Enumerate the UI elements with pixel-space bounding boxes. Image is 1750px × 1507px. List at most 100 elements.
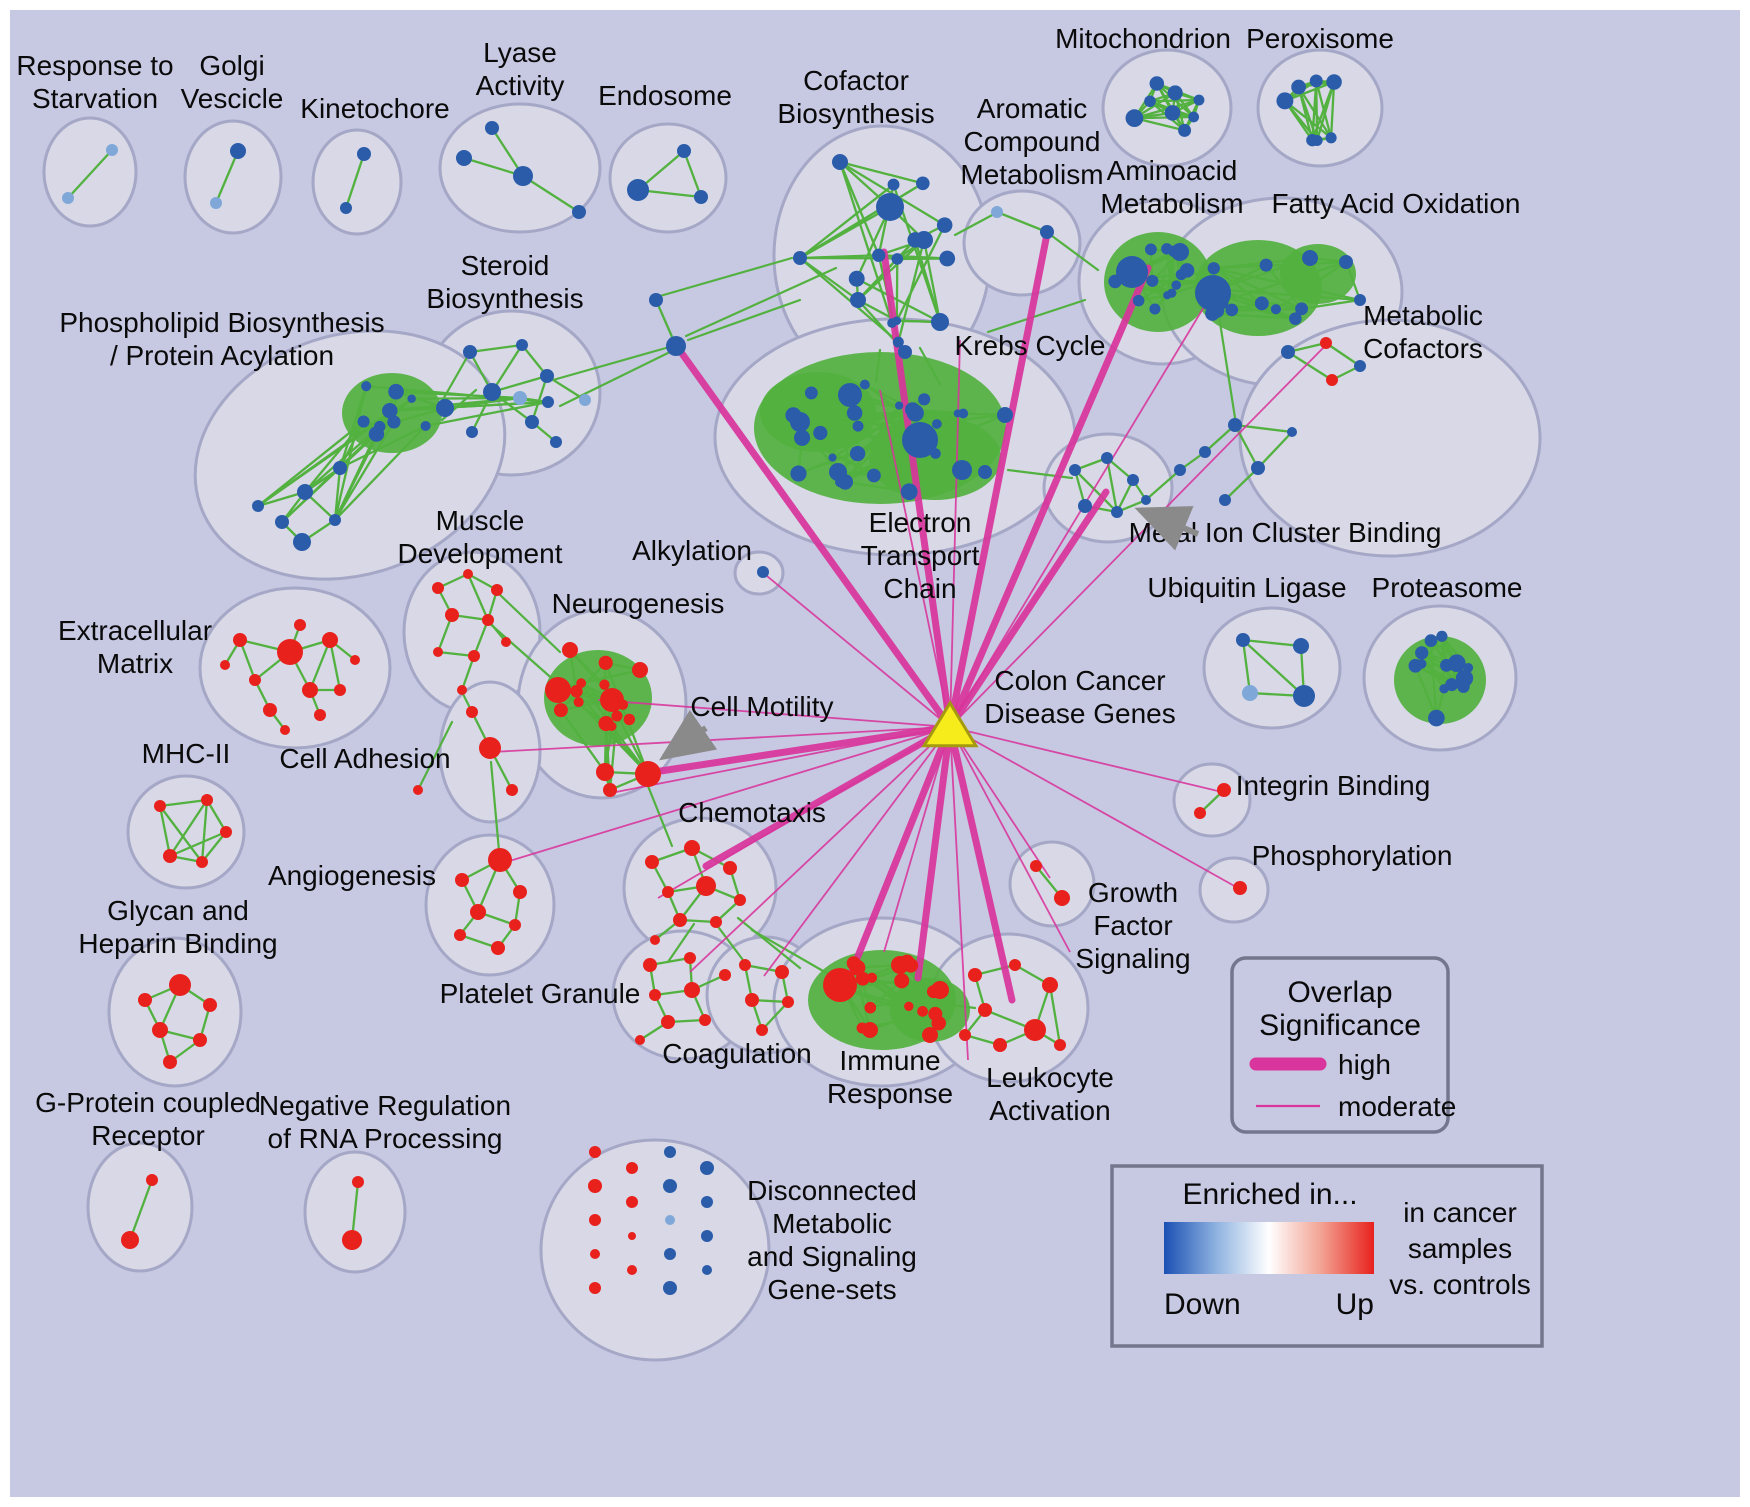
gene-set-node[interactable]	[1188, 111, 1200, 123]
gene-set-node[interactable]	[483, 383, 501, 401]
gene-set-node[interactable]	[699, 1014, 711, 1026]
gene-set-node[interactable]	[850, 292, 866, 308]
gene-set-node[interactable]	[745, 993, 759, 1007]
gene-set-node[interactable]	[294, 619, 306, 631]
gene-set-node[interactable]	[1149, 76, 1165, 91]
gene-set-node[interactable]	[978, 465, 992, 479]
gene-set-node[interactable]	[263, 703, 277, 717]
gene-set-node[interactable]	[280, 725, 290, 735]
gene-set-node[interactable]	[598, 655, 613, 670]
gene-set-node[interactable]	[1146, 274, 1159, 287]
gene-set-node[interactable]	[1101, 452, 1113, 464]
gene-set-node[interactable]	[626, 1162, 638, 1174]
gene-set-node[interactable]	[1078, 499, 1092, 513]
gene-set-node[interactable]	[1415, 646, 1429, 660]
gene-set-node[interactable]	[509, 919, 521, 931]
gene-set-node[interactable]	[491, 941, 505, 955]
gene-set-node[interactable]	[1436, 630, 1448, 642]
gene-set-node[interactable]	[623, 713, 636, 726]
gene-set-node[interactable]	[407, 394, 416, 404]
gene-set-node[interactable]	[1225, 303, 1239, 317]
gene-set-node[interactable]	[210, 197, 222, 209]
gene-set-node[interactable]	[456, 150, 472, 166]
gene-set-node[interactable]	[1320, 337, 1332, 349]
gene-set-node[interactable]	[662, 886, 674, 898]
gene-set-node[interactable]	[649, 293, 663, 307]
gene-set-node[interactable]	[1194, 807, 1206, 819]
gene-set-node[interactable]	[1291, 79, 1306, 95]
gene-set-node[interactable]	[804, 386, 818, 400]
gene-set-node[interactable]	[701, 1196, 713, 1208]
gene-set-node[interactable]	[1193, 94, 1205, 106]
gene-set-node[interactable]	[249, 674, 261, 686]
gene-set-node[interactable]	[572, 205, 586, 219]
gene-set-node[interactable]	[342, 1230, 362, 1250]
gene-set-node[interactable]	[867, 468, 881, 483]
gene-set-node[interactable]	[918, 393, 931, 406]
gene-set-node[interactable]	[1167, 288, 1177, 298]
gene-set-node[interactable]	[1242, 685, 1258, 701]
gene-set-node[interactable]	[387, 415, 401, 429]
gene-set-node[interactable]	[906, 404, 924, 422]
gene-set-node[interactable]	[627, 179, 649, 201]
gene-set-node[interactable]	[562, 642, 578, 658]
gene-set-node[interactable]	[1054, 890, 1070, 906]
gene-set-node[interactable]	[479, 737, 501, 759]
gene-set-node[interactable]	[1236, 633, 1250, 647]
gene-set-node[interactable]	[849, 445, 866, 462]
gene-set-node[interactable]	[848, 270, 865, 287]
gene-set-node[interactable]	[1254, 296, 1269, 311]
gene-set-node[interactable]	[1309, 74, 1323, 88]
gene-set-node[interactable]	[700, 1161, 714, 1175]
gene-set-node[interactable]	[491, 584, 503, 596]
gene-set-node[interactable]	[696, 876, 716, 896]
gene-set-node[interactable]	[968, 968, 982, 982]
gene-set-node[interactable]	[710, 916, 722, 928]
gene-set-node[interactable]	[603, 783, 617, 797]
gene-set-node[interactable]	[635, 761, 661, 787]
gene-set-node[interactable]	[601, 691, 615, 705]
gene-set-node[interactable]	[723, 861, 737, 875]
gene-set-node[interactable]	[1199, 446, 1211, 458]
gene-set-node[interactable]	[1455, 669, 1474, 687]
gene-set-node[interactable]	[542, 396, 554, 408]
gene-set-node[interactable]	[277, 639, 303, 665]
gene-set-node[interactable]	[1205, 306, 1220, 321]
gene-set-node[interactable]	[334, 684, 346, 696]
gene-set-node[interactable]	[1354, 360, 1366, 372]
gene-set-node[interactable]	[1024, 1019, 1046, 1041]
gene-set-node[interactable]	[894, 973, 910, 989]
gene-set-node[interactable]	[663, 1179, 677, 1193]
gene-set-node[interactable]	[793, 429, 811, 446]
gene-set-node[interactable]	[702, 1265, 712, 1275]
gene-set-node[interactable]	[757, 566, 769, 578]
gene-set-node[interactable]	[891, 253, 904, 265]
gene-set-node[interactable]	[876, 193, 904, 221]
gene-set-node[interactable]	[899, 954, 915, 970]
gene-set-node[interactable]	[932, 1016, 941, 1025]
gene-set-node[interactable]	[388, 383, 404, 400]
gene-set-node[interactable]	[1125, 109, 1144, 128]
gene-set-node[interactable]	[666, 336, 686, 356]
gene-set-node[interactable]	[931, 313, 949, 331]
gene-set-node[interactable]	[220, 826, 232, 838]
gene-set-node[interactable]	[106, 144, 118, 156]
gene-set-node[interactable]	[836, 981, 851, 996]
gene-set-node[interactable]	[835, 477, 846, 488]
gene-set-node[interactable]	[719, 969, 731, 981]
gene-set-node[interactable]	[813, 425, 828, 441]
gene-set-node[interactable]	[922, 1027, 938, 1043]
gene-set-node[interactable]	[570, 685, 583, 698]
gene-set-node[interactable]	[436, 399, 454, 417]
gene-set-node[interactable]	[1259, 258, 1273, 272]
gene-set-node[interactable]	[293, 533, 311, 551]
gene-set-node[interactable]	[252, 500, 264, 512]
gene-set-node[interactable]	[1132, 294, 1145, 307]
gene-set-node[interactable]	[872, 248, 886, 262]
gene-set-node[interactable]	[513, 391, 527, 405]
gene-set-node[interactable]	[550, 436, 562, 448]
gene-set-node[interactable]	[275, 515, 289, 529]
gene-set-node[interactable]	[1439, 684, 1449, 694]
gene-set-node[interactable]	[433, 647, 443, 657]
gene-set-node[interactable]	[463, 345, 477, 359]
